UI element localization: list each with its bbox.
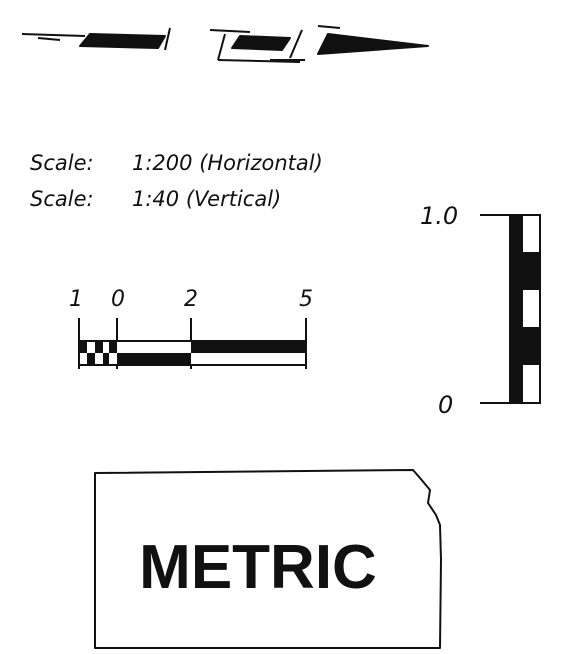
vertical-bottom-label: 0 <box>438 391 453 419</box>
horizontal-tick-label: 1 <box>69 287 83 312</box>
metric-label: METRIC <box>139 533 377 602</box>
vertical-scale-bar: 1.0 0 <box>420 202 541 419</box>
vertical-scale-value: 1:40 (Vertical) <box>132 187 281 211</box>
horizontal-scale-bar: 1 0 2 5 <box>69 287 313 369</box>
north-arrow-symbol <box>21 25 429 63</box>
vertical-top-label: 1.0 <box>420 202 458 230</box>
horizontal-tick-label: 5 <box>299 287 313 312</box>
horizontal-scale-value: 1:200 (Horizontal) <box>132 151 323 175</box>
horizontal-tick-label: 0 <box>111 287 125 312</box>
state-outline: METRIC <box>94 469 442 649</box>
horizontal-tick-label: 2 <box>184 287 198 312</box>
horizontal-scale-label: Scale: <box>30 151 94 175</box>
vertical-scale-label: Scale: <box>30 187 94 211</box>
